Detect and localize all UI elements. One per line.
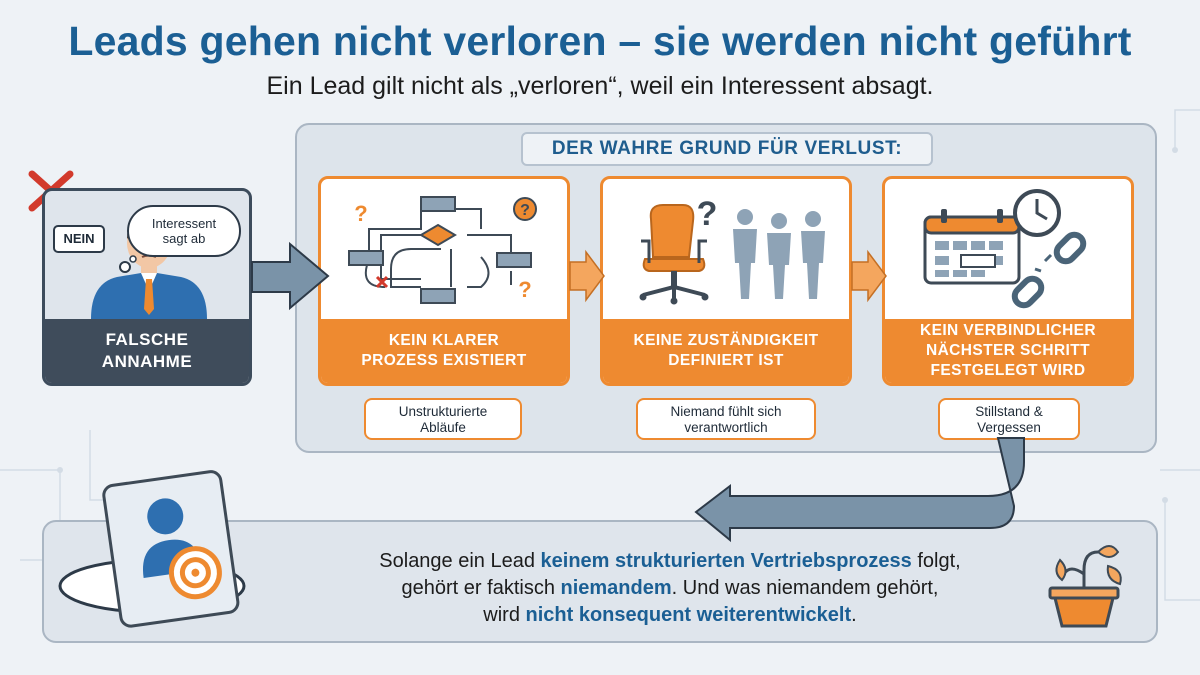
step-note-process: Unstrukturierte Abläufe — [364, 398, 522, 440]
assumption-label-line-2: ANNAHME — [101, 352, 193, 371]
reason-header: DER WAHRE GRUND FÜR VERLUST: — [521, 132, 933, 166]
step-note-next-step: Stillstand & Vergessen — [938, 398, 1080, 440]
step-label-responsibility: KEINE ZUSTÄNDIGKEIT DEFINIERT IST — [603, 319, 849, 383]
summary-text: Solange ein Lead keinem strukturierten V… — [320, 548, 1020, 629]
summary-part-4: . Und was niemandem gehört, — [671, 577, 939, 599]
step-2-line-2: DEFINIERT IST — [668, 352, 784, 369]
summary-part-5: wird — [483, 604, 526, 626]
step-1-line-2: PROZESS EXISTIERT — [361, 352, 527, 369]
false-assumption-card: NEIN Interessent sagt ab FALSCHE ANNAHME — [42, 188, 252, 386]
step-label-process: KEIN KLARER PROZESS EXISTIERT — [321, 319, 567, 383]
thought-bubble: Interessent sagt ab — [127, 205, 241, 257]
summary-highlight-process: keinem strukturierten Vertriebsprozess — [540, 550, 912, 572]
svg-text:?: ? — [697, 195, 718, 233]
step-card-responsibility: ? KEINE ZUSTÄNDIGKEIT DEFINIERT IST — [600, 176, 852, 386]
summary-part-2: folgt, — [911, 550, 961, 572]
thought-line-1: Interessent — [151, 216, 217, 231]
nein-speech-bubble: NEIN — [53, 225, 105, 253]
svg-text:?: ? — [518, 277, 531, 302]
assumption-label-line-1: FALSCHE — [105, 330, 189, 349]
flowchart-icon: ? ? ? — [348, 196, 537, 304]
svg-text:?: ? — [520, 202, 530, 219]
step-1-line-1: KEIN KLARER — [388, 332, 500, 349]
svg-text:?: ? — [354, 201, 367, 226]
summary-highlight-developed: nicht konsequent weiterentwickelt — [525, 604, 852, 626]
false-assumption-label: FALSCHE ANNAHME — [45, 319, 249, 383]
summary-part-6: . — [851, 604, 857, 626]
step-card-process: ? ? ? KEIN KLARER PROZESS EXISTIERT — [318, 176, 570, 386]
people-silhouette-icon — [733, 209, 825, 299]
summary-highlight-nobody: niemandem — [560, 577, 672, 599]
summary-part-3: gehört er faktisch — [401, 577, 561, 599]
calendar-icon — [923, 189, 1087, 309]
broken-chain-icon — [1011, 231, 1087, 309]
step-3-line-2: NÄCHSTER SCHRITT — [926, 342, 1090, 359]
step-card-next-step: KEIN VERBINDLICHER NÄCHSTER SCHRITT FEST… — [882, 176, 1134, 386]
page-subtitle: Ein Lead gilt nicht als „verloren“, weil… — [266, 72, 934, 100]
thought-line-2: sagt ab — [162, 231, 206, 246]
office-chair-icon: ? — [639, 195, 718, 305]
page-title: Leads gehen nicht verloren – sie werden … — [68, 18, 1132, 64]
clock-icon — [1013, 189, 1061, 237]
step-note-responsibility: Niemand fühlt sich verantwortlich — [636, 398, 816, 440]
step-label-next-step: KEIN VERBINDLICHER NÄCHSTER SCHRITT FEST… — [885, 319, 1131, 383]
step-3-line-1: KEIN VERBINDLICHER — [920, 322, 1096, 339]
step-3-line-3: FESTGELEGT WIRD — [930, 362, 1086, 379]
summary-part-1: Solange ein Lead — [379, 550, 541, 572]
step-2-line-1: KEINE ZUSTÄNDIGKEIT — [633, 332, 819, 349]
